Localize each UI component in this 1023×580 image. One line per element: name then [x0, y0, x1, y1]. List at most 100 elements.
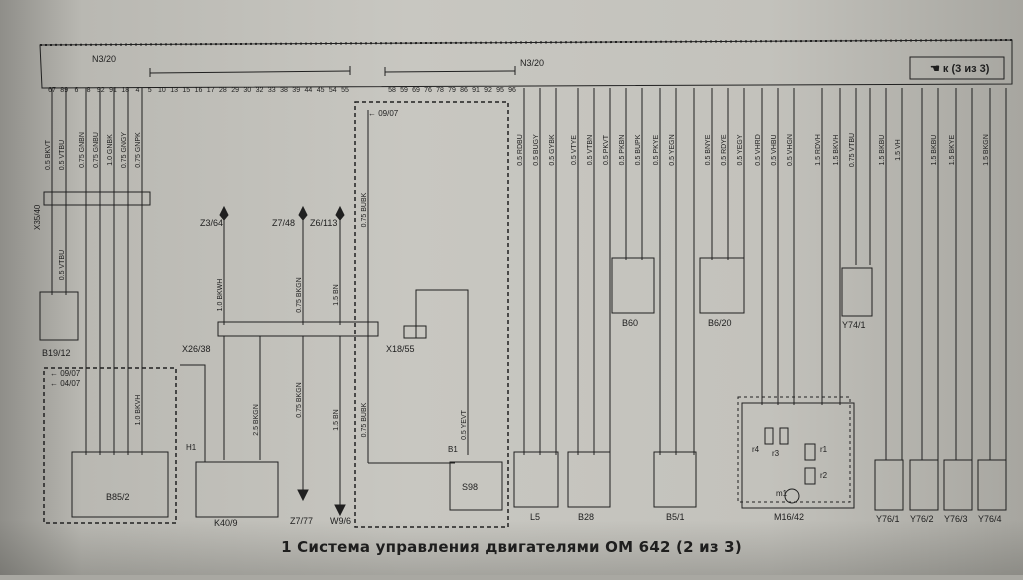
- wire-color-label: 0.5 BKVT: [45, 139, 52, 170]
- from-0407: ← 04/07: [50, 379, 81, 388]
- r3-label: r3: [772, 449, 780, 458]
- ecu-pin-number: 38: [280, 87, 288, 94]
- x18-55-label: X18/55: [386, 344, 415, 354]
- z6-113-label: Z6/113: [310, 218, 337, 228]
- wire-color-label: 1.0 BKVH: [135, 395, 142, 426]
- b6-20-label: B6/20: [708, 318, 732, 328]
- r1-label: r1: [820, 445, 828, 454]
- wire-color-label: 0.5 VTBN: [587, 135, 594, 165]
- s98-block: [449, 461, 503, 511]
- pin-range-arrow: [149, 70, 351, 74]
- wire-color-label: 0.5 BNYE: [705, 134, 712, 165]
- b60-label: B60: [622, 318, 638, 328]
- ecu-pin-number: 76: [424, 87, 432, 94]
- wire-color-label: 0.75 GNPK: [135, 132, 142, 168]
- wire-color-label: 1.5 BKBU: [931, 135, 938, 166]
- y76-1-block: [874, 459, 904, 511]
- ecu-pin-number: 32: [256, 87, 264, 94]
- b28-label: B28: [578, 512, 594, 522]
- ecu-pin-number: 78: [436, 87, 444, 94]
- ecu-pin-number: 79: [448, 87, 456, 94]
- h1-label: H1: [186, 443, 197, 452]
- wire-color-label: 0.75 GNBU: [93, 132, 100, 168]
- wire-color-label: 1.5 BKGN: [983, 134, 990, 166]
- wire-color-label: 0.75 BUBK: [361, 402, 368, 437]
- ecu-pin-number: 86: [460, 87, 468, 94]
- from-0907-left: ← 09/07: [50, 369, 81, 378]
- y76-4-block: [977, 459, 1007, 511]
- x26-38-label: X26/38: [182, 344, 211, 354]
- ecu-pin-number: 92: [97, 87, 105, 94]
- ecu-label-left: N3/20: [92, 54, 116, 64]
- ecu-pin-number: 69: [412, 87, 420, 94]
- z3-64-label: Z3/64: [200, 218, 223, 228]
- b85-2-label: B85/2: [106, 492, 130, 502]
- ecu-pin-number: 89: [60, 87, 68, 94]
- ecu-pin-number: 15: [182, 87, 190, 94]
- ecu-pin-number: 91: [109, 87, 117, 94]
- l5-block: [513, 451, 559, 508]
- wire-color-label: 0.5 BUGY: [533, 134, 540, 166]
- ecu-pin-number: 67: [48, 87, 56, 94]
- b85-2-block: [71, 451, 169, 518]
- b5-1-block: [653, 451, 697, 508]
- ecu-label-right: N3/20: [520, 58, 544, 68]
- ecu-pin-number: 10: [158, 87, 166, 94]
- y76-1-label: Y76/1: [876, 514, 900, 524]
- connector-x26-38: [217, 321, 379, 337]
- w9-6-label: W9/6: [330, 516, 351, 526]
- wire-color-label: 1.5 RDVH: [815, 134, 822, 166]
- ecu-pin-number: 39: [292, 87, 300, 94]
- wire-color-label: 0.5 PKVT: [603, 134, 610, 165]
- b19-12-block: [39, 291, 79, 341]
- wire-color-label: 1.0 GNBK: [107, 134, 114, 166]
- b1-label: B1: [448, 445, 458, 454]
- wire-color-label: 1.5 BKYE: [949, 134, 956, 165]
- wire-color-label: 0.5 VHRD: [755, 134, 762, 166]
- wire-color-label: 0.5 GYBK: [549, 134, 556, 165]
- ecu-pin-number: 6: [74, 87, 78, 94]
- ecu-pin-number: 29: [231, 87, 239, 94]
- x35-40-label: X35/40: [33, 204, 42, 230]
- k40-9-block: [195, 461, 279, 518]
- ecu-pin-number: 54: [329, 87, 337, 94]
- wire-color-label: 0.5 VTBU: [59, 250, 66, 280]
- y76-3-block: [943, 459, 973, 511]
- wire-color-label: 0.5 RDYE: [721, 134, 728, 165]
- wire-color-label: 0.5 RDBU: [517, 134, 524, 166]
- ecu-pin-number: 44: [305, 87, 313, 94]
- y76-2-label: Y76/2: [910, 514, 934, 524]
- ecu-pin-number: 58: [388, 87, 396, 94]
- wire-color-label: 0.5 BUPK: [635, 134, 642, 165]
- b60-block: [611, 257, 655, 314]
- wire-color-label: 1.5 BKVH: [833, 135, 840, 166]
- b5-1-label: B5/1: [666, 512, 685, 522]
- ecu-pin-number: 30: [243, 87, 251, 94]
- ecu-pin-number: 91: [472, 87, 480, 94]
- wire-color-label: 0.5 YEGY: [737, 134, 744, 165]
- ecu-pin-number: 16: [195, 87, 203, 94]
- r4-label: r4: [752, 445, 760, 454]
- wire-color-label: 0.5 PKBN: [619, 135, 626, 166]
- b19-12-label: B19/12: [42, 348, 71, 358]
- wire-color-label: 0.75 GNGY: [121, 132, 128, 169]
- wire-color-label: 0.75 VTBU: [849, 133, 856, 167]
- r2-label: r2: [820, 471, 828, 480]
- page-ref: ☚ к (3 из 3): [930, 63, 990, 75]
- wire-color-label: 1.5 BN: [333, 284, 340, 305]
- wire-color-label: 2.5 BKGN: [253, 404, 260, 436]
- ecu-pin-number: 28: [219, 87, 227, 94]
- wire-color-label: 0.5 VHBU: [771, 134, 778, 165]
- wire-color-label: 1.5 BKBU: [879, 135, 886, 166]
- ecu-pin-number: 96: [508, 87, 516, 94]
- m16-42-label: M16/42: [774, 512, 804, 522]
- ecu-pin-number: 17: [207, 87, 215, 94]
- z7-77-label: Z7/77: [290, 516, 313, 526]
- ecu-pin-number: 92: [484, 87, 492, 94]
- page-ref-box: [909, 56, 1005, 80]
- wire-color-label: 0.5 VTBU: [59, 140, 66, 170]
- y76-4-label: Y76/4: [978, 514, 1002, 524]
